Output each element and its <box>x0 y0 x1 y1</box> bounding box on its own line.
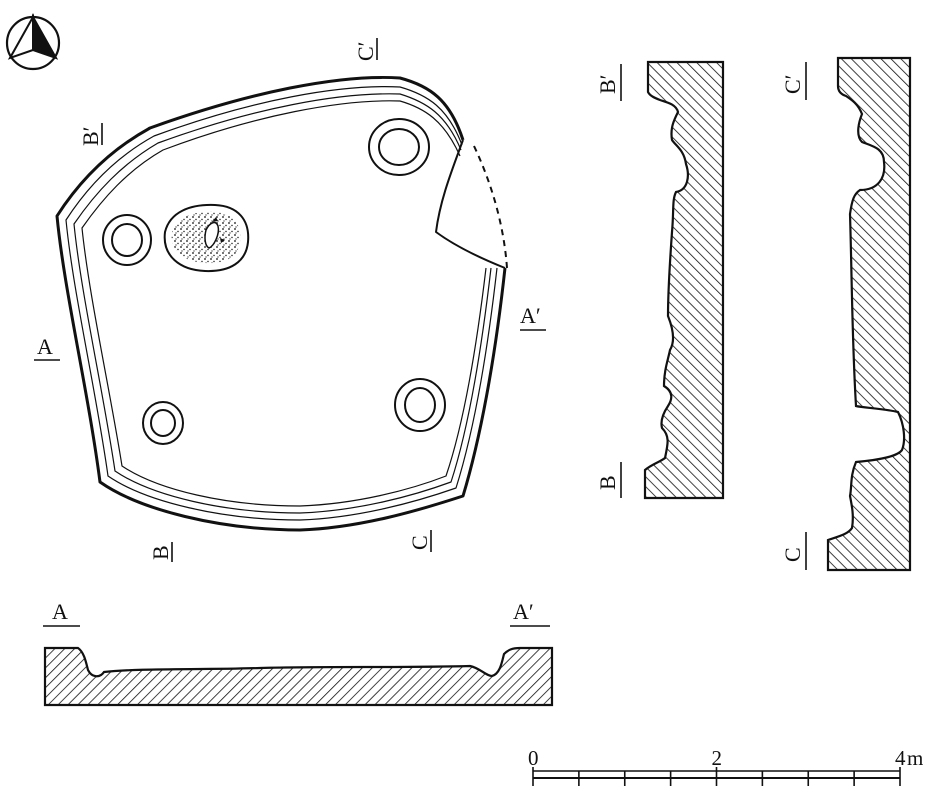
svg-text:B′: B′ <box>595 75 620 95</box>
section-a-a: A A′ <box>43 599 554 707</box>
section-a-label-right: A′ <box>510 599 550 627</box>
scale-label-4: 4 <box>895 746 906 770</box>
disturbance-dashed-edge <box>473 145 508 269</box>
post-hole <box>142 401 184 445</box>
north-arrow-icon <box>5 13 61 71</box>
section-b-label-top: B′ <box>595 64 622 101</box>
section-c-c: C′ C <box>780 56 912 572</box>
svg-text:C: C <box>407 535 432 550</box>
post-hole <box>368 118 430 176</box>
pit-floor-edge <box>81 100 487 507</box>
scale-label-2: 2 <box>712 746 723 770</box>
section-mark-c-bottom: C <box>407 530 432 552</box>
section-mark-a-right: A′ <box>520 303 546 331</box>
disturbance-outline <box>435 139 506 269</box>
post-hole <box>394 378 446 432</box>
section-mark-b-bottom: B <box>148 542 173 562</box>
section-b-b: B′ B <box>595 60 725 500</box>
section-a-label-left: A <box>43 599 80 627</box>
hearth-icon <box>163 203 250 273</box>
pit-wall-line-1 <box>65 86 498 521</box>
svg-text:B′: B′ <box>78 127 103 147</box>
section-c-label-bottom: C <box>780 532 807 570</box>
section-mark-c-top: C′ <box>353 38 378 61</box>
section-a-a-fill <box>43 646 554 707</box>
pit-outer-edge <box>55 75 507 532</box>
svg-text:B: B <box>148 545 173 560</box>
section-c-c-fill <box>826 56 912 572</box>
svg-text:C′: C′ <box>353 42 378 62</box>
svg-text:A: A <box>37 334 53 359</box>
svg-text:A: A <box>52 599 68 624</box>
section-b-label-bottom: B <box>595 462 622 498</box>
dwelling-plan: A A′ B′ B C′ C <box>34 38 546 562</box>
svg-text:A′: A′ <box>520 303 541 328</box>
section-b-b-fill <box>643 60 725 500</box>
svg-text:A′: A′ <box>513 599 534 624</box>
section-mark-b-top: B′ <box>78 123 103 146</box>
pit-wall-line-2 <box>73 93 492 514</box>
scale-bar: 0 2 4 m <box>528 746 923 786</box>
scale-label-0: 0 <box>528 746 539 770</box>
svg-text:B: B <box>595 475 620 490</box>
svg-text:C: C <box>780 547 805 562</box>
section-c-label-top: C′ <box>780 62 807 100</box>
scale-unit: m <box>907 746 923 770</box>
section-mark-a-left: A <box>34 334 60 361</box>
svg-text:C′: C′ <box>780 75 805 95</box>
post-hole <box>102 214 152 266</box>
